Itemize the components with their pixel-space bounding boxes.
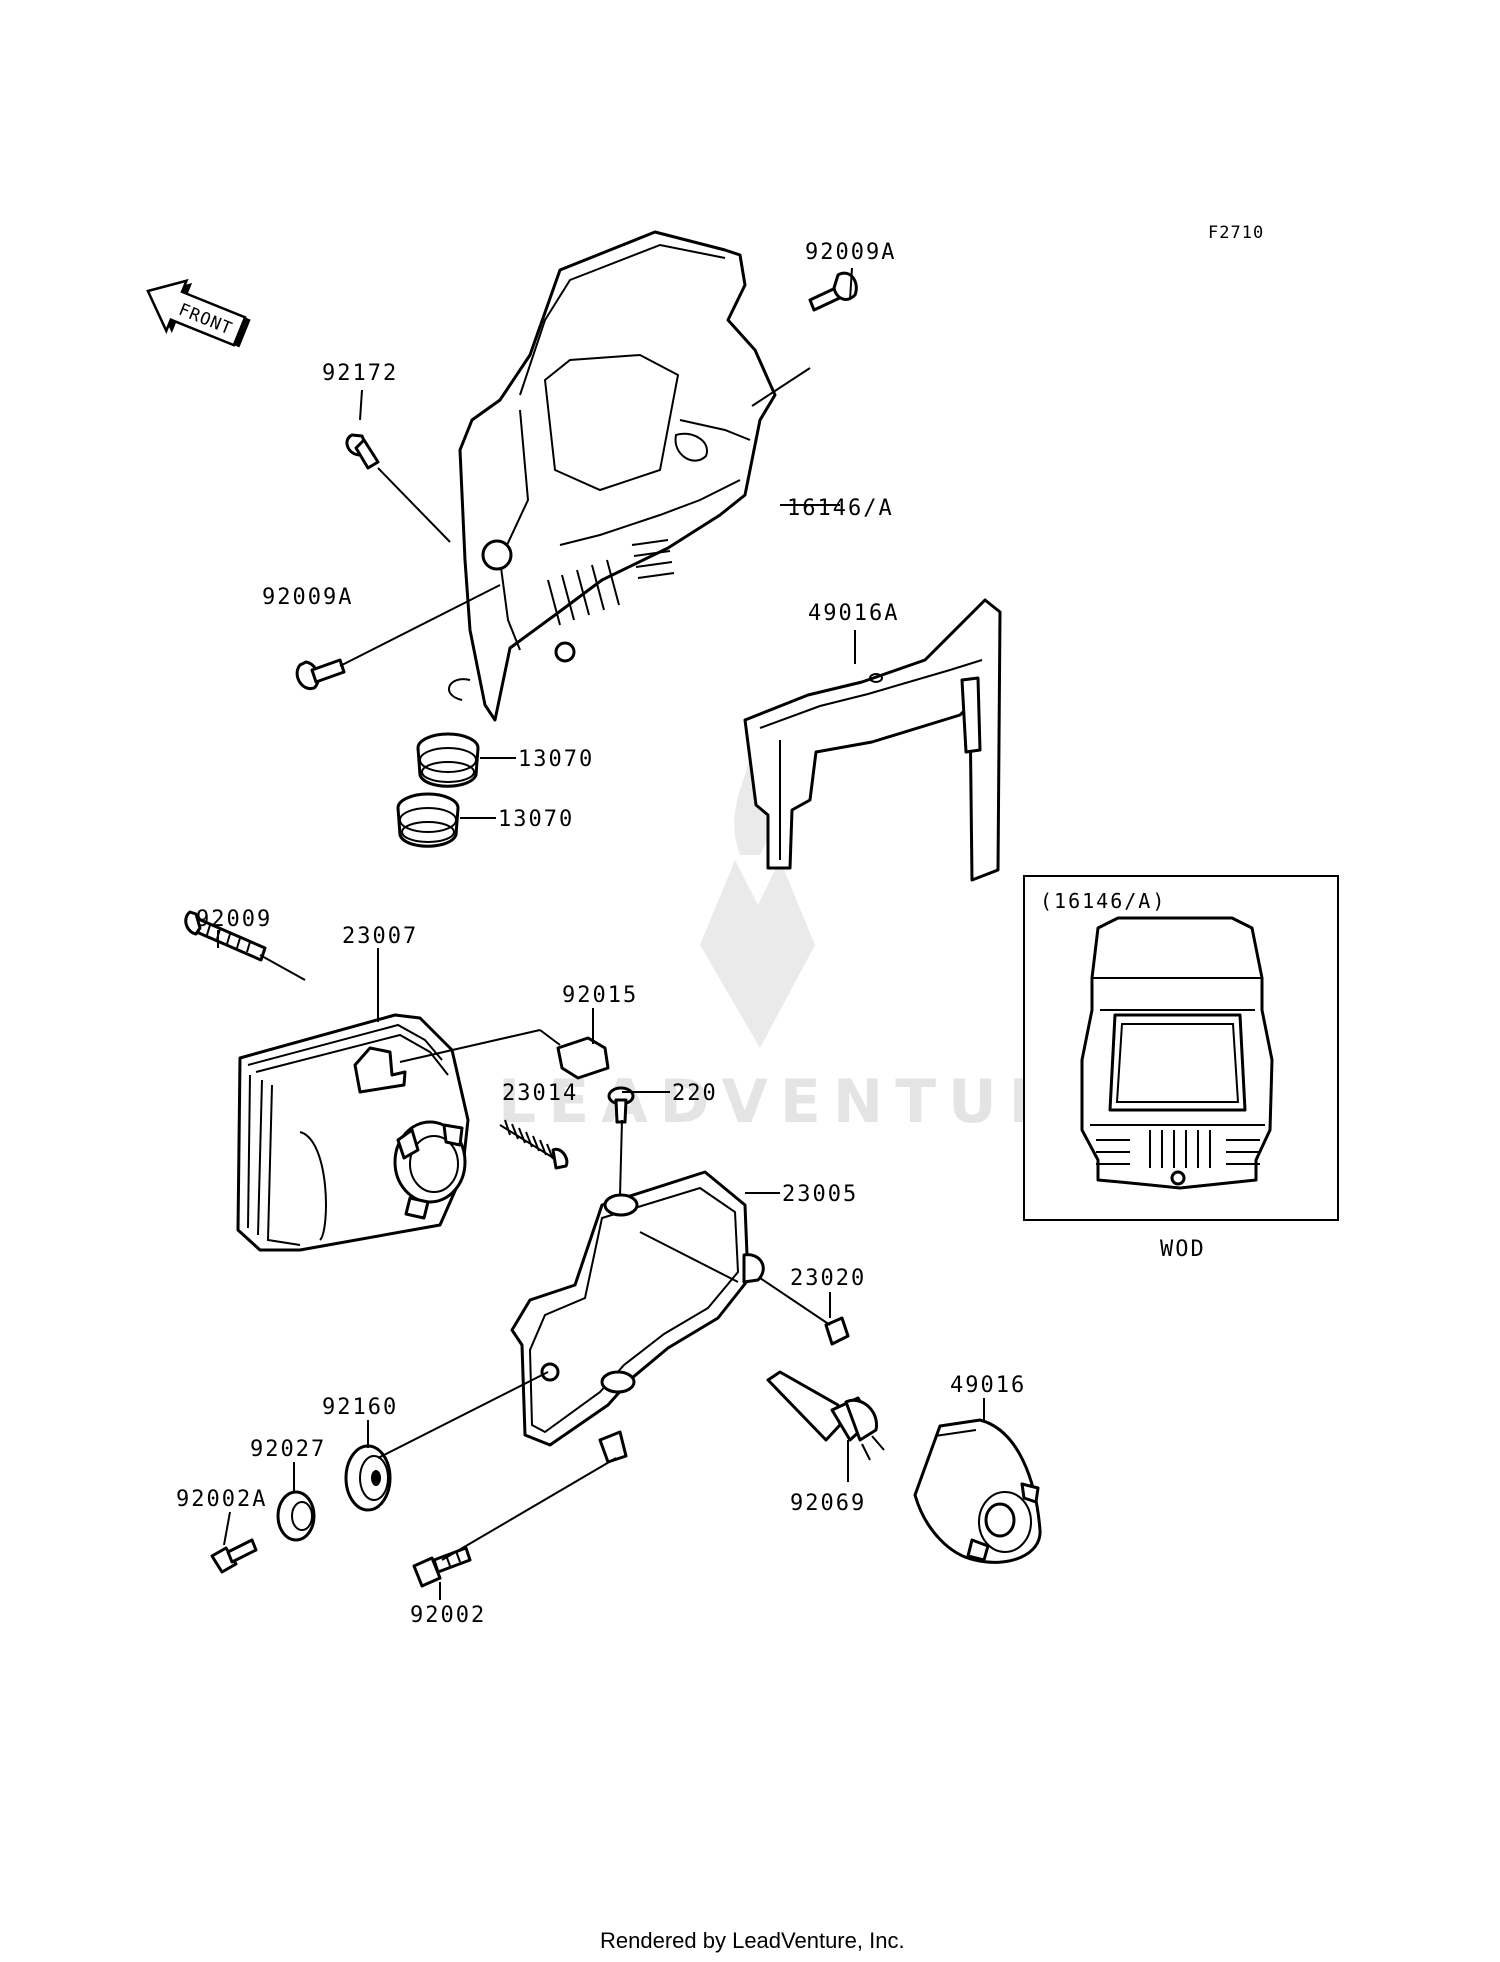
bulb-92069 [766,1370,885,1461]
callout-92009a-top: 92009A [805,240,896,265]
callout-49016a: 49016A [808,601,899,626]
inset-title: (16146/A) [1040,889,1166,913]
callout-49016: 49016 [950,1373,1026,1398]
grommet-13070-upper [416,732,480,788]
callout-13070-lower: 13070 [498,807,574,832]
grommet-92160 [344,1444,392,1512]
callout-92015: 92015 [562,983,638,1008]
bolt-92009a-left [295,658,346,691]
callout-92009: 92009 [196,907,272,932]
callout-220: 220 [672,1081,718,1106]
callout-92002: 92002 [410,1603,486,1628]
callout-16146a: 16146/A [787,496,894,521]
clip-92015 [556,1036,610,1080]
callout-92172: 92172 [322,361,398,386]
spring-23014 [499,1119,569,1170]
headlight-cover [448,230,777,722]
grommet-13070-lower [396,792,460,848]
collar-92027 [276,1490,316,1542]
bolt-92172 [345,433,380,470]
bolt-92009a-top [808,271,858,312]
bolt-92002 [412,1546,472,1588]
seal-49016a [743,598,1002,882]
inset-cover-front-view [1080,916,1274,1190]
headlight-unit [236,1013,470,1252]
callout-13070-upper: 13070 [518,747,594,772]
bolt-92002a [210,1538,258,1574]
leader-lines [217,267,985,1600]
callout-23007: 23007 [342,924,418,949]
callout-92069: 92069 [790,1491,866,1516]
watermark-text: LEADVENTURE [498,1067,1120,1137]
headlight-bracket [510,1170,765,1464]
callout-92160: 92160 [322,1395,398,1420]
footer-credit: Rendered by LeadVenture, Inc. [600,1928,905,1953]
callout-23005: 23005 [782,1182,858,1207]
part-callouts: 92009A 92172 16146/A 92009A 49016A 13070… [176,240,1026,1628]
figure-code: F2710 [1208,223,1264,243]
callout-23020: 23020 [790,1266,866,1291]
inset-box: (16146/A) WOD [1023,875,1339,1262]
boot-49016 [913,1418,1042,1564]
callout-92002a: 92002A [176,1487,267,1512]
callout-23014: 23014 [502,1081,578,1106]
inset-caption: WOD [1160,1237,1206,1262]
front-arrow-icon: FRONT [146,278,251,348]
callout-92027: 92027 [250,1437,326,1462]
callout-92009a-left: 92009A [262,585,353,610]
nut-23020 [824,1316,850,1346]
screw-92009 [184,910,267,962]
